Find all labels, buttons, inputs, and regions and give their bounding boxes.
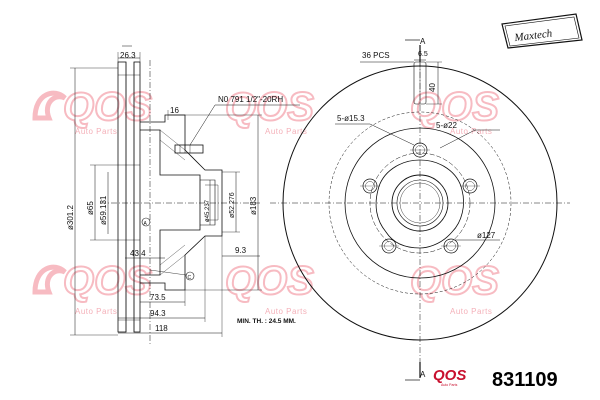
dim-stud-len: 16 bbox=[170, 106, 179, 115]
dim-d65: ø65 bbox=[86, 201, 95, 215]
dim-94-3: 94.3 bbox=[150, 309, 166, 318]
dim-40: 40 bbox=[428, 83, 437, 92]
part-number: 831109 bbox=[492, 369, 558, 391]
watermark-text: Auto Parts bbox=[265, 307, 307, 316]
dim-118: 118 bbox=[155, 324, 168, 333]
dim-36-pcs: 36 PCS bbox=[362, 51, 390, 60]
front-view bbox=[270, 39, 570, 381]
watermark-logo-1: QOS Auto Parts bbox=[32, 84, 153, 136]
dim-43-4: 43.4 bbox=[130, 249, 146, 258]
maxtech-logo: Maxtech bbox=[501, 13, 583, 49]
dim-pcd: ø127 bbox=[477, 231, 496, 240]
watermark-text: Auto Parts bbox=[75, 307, 117, 316]
svg-text:QOS: QOS bbox=[410, 85, 499, 129]
marker-c: C bbox=[188, 275, 192, 281]
min-thickness: MIN. TH. : 24.5 MM. bbox=[237, 318, 296, 325]
svg-text:QOS: QOS bbox=[225, 85, 314, 129]
dim-d45237: ø45.237 bbox=[205, 199, 211, 222]
marker-a: A bbox=[144, 221, 148, 227]
svg-text:QOS: QOS bbox=[225, 259, 314, 303]
watermark-text: Auto Parts bbox=[75, 127, 117, 136]
svg-text:QOS: QOS bbox=[63, 85, 152, 129]
watermark-logo-6: QOS Auto Parts bbox=[409, 258, 500, 316]
svg-text:QOS: QOS bbox=[63, 259, 152, 303]
watermark-logo-3: QOS Auto Parts bbox=[409, 84, 500, 136]
svg-text:QOS: QOS bbox=[410, 259, 499, 303]
thread-spec: N0 791 1/2"-20RH bbox=[218, 95, 283, 104]
svg-text:QOS: QOS bbox=[433, 367, 466, 384]
dim-top-width: 26.3 bbox=[120, 51, 136, 60]
dim-6-5: 6.5 bbox=[418, 51, 428, 58]
dim-holes-small: 5-ø15.3 bbox=[337, 114, 365, 123]
qos-logo-sub: Auto Parts bbox=[441, 383, 458, 387]
section-label-bottom: A bbox=[420, 370, 426, 379]
qos-logo-small: QOS Auto Parts bbox=[433, 367, 466, 387]
maxtech-logo-text: Maxtech bbox=[513, 28, 554, 45]
watermark-text: Auto Parts bbox=[450, 307, 492, 316]
dim-outer-dia: ø301.2 bbox=[66, 205, 75, 230]
watermark-layer: QOS Auto Parts QOS Auto Parts QOS Auto P… bbox=[32, 84, 500, 316]
watermark-logo-4: QOS Auto Parts bbox=[32, 258, 153, 316]
footer-brand: QOS Auto Parts 831109 bbox=[433, 367, 558, 391]
watermark-logo-2: QOS Auto Parts bbox=[224, 84, 315, 136]
side-view bbox=[70, 45, 300, 345]
section-label-top: A bbox=[420, 37, 426, 46]
watermark-text: Auto Parts bbox=[265, 127, 307, 136]
dim-9-3: 9.3 bbox=[235, 246, 247, 255]
front-view-labels: 36 PCS 6.5 40 5-ø15.3 5-ø22 ø127 A A bbox=[337, 37, 496, 379]
dim-73-5: 73.5 bbox=[150, 293, 166, 302]
dim-d52276: ø52.276 bbox=[229, 192, 236, 218]
watermark-logo-5: QOS Auto Parts bbox=[224, 258, 315, 316]
dim-d59131: ø59.131 bbox=[99, 195, 108, 225]
side-view-labels: 26.3 16 N0 791 1/2"-20RH ø301.2 ø65 ø59.… bbox=[66, 51, 296, 333]
watermark-text: Auto Parts bbox=[450, 127, 492, 136]
dim-holes-large: 5-ø22 bbox=[436, 121, 457, 130]
dim-d183: ø183 bbox=[249, 196, 258, 215]
